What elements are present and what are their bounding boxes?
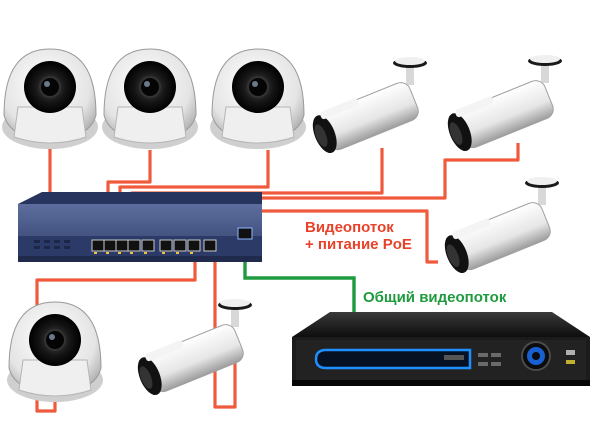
dome-camera (102, 48, 198, 149)
poe-label: Видеопоток + питание PoE (305, 219, 412, 253)
dome-camera (210, 48, 306, 149)
switch-ports (91, 227, 253, 252)
poe-label-line2: + питание PoE (305, 236, 412, 253)
dome-camera (7, 301, 103, 402)
bullet-camera (444, 177, 559, 274)
poe-label-line1: Видеопоток (305, 219, 394, 236)
nvr-recorder (292, 312, 590, 386)
cable-camera-8 (213, 245, 237, 409)
bullet-camera (447, 55, 562, 152)
common-stream-label: Общий видеопоток (363, 289, 507, 306)
bullet-camera (312, 57, 427, 154)
bullet-camera (137, 299, 252, 396)
poe-switch (18, 192, 262, 262)
dome-camera (2, 48, 98, 149)
